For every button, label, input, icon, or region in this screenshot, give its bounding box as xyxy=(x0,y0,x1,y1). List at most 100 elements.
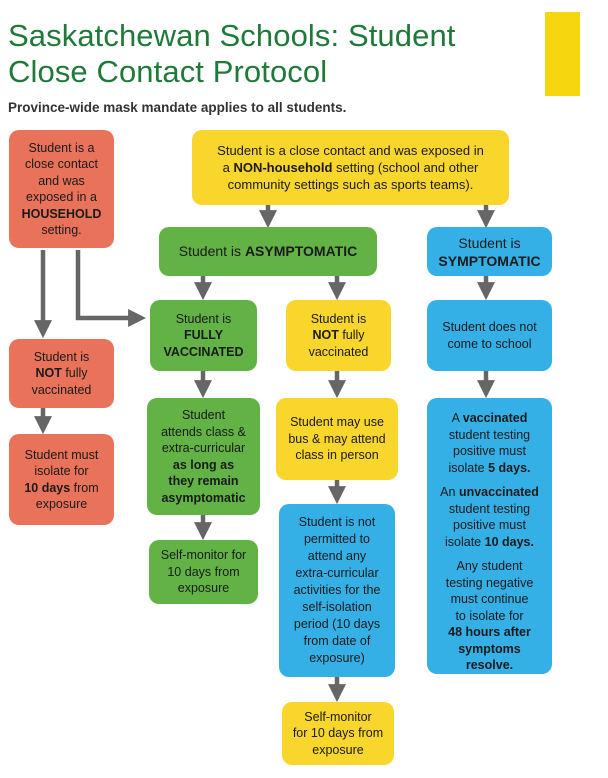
testing-vaccinated-para: A vaccinated student testing positive mu… xyxy=(448,410,530,476)
fullyvacc-keyword: VACCINATED xyxy=(163,344,244,359)
notvacc-line: Student is xyxy=(33,349,90,364)
bus-line: bus & may attend xyxy=(288,431,386,446)
attends-line: extra-curricular xyxy=(161,441,246,455)
notvacc-line: Student is xyxy=(310,311,367,326)
asymptomatic-keyword: ASYMPTOMATIC xyxy=(244,243,358,260)
testing-keyword: 5 days. xyxy=(488,460,531,475)
symptomatic-line: Student is xyxy=(458,234,521,251)
testing-line: student testing xyxy=(448,427,531,442)
notvacc-line: vaccinated xyxy=(31,382,92,397)
nonhousehold-line: Student is a close contact and was expos… xyxy=(217,143,484,158)
nonhousehold-keyword: NON-household xyxy=(233,160,333,175)
notvacc-line: vaccinated xyxy=(308,344,369,359)
selfmon-line: for 10 days from xyxy=(292,726,384,741)
notvacc-word: fully xyxy=(65,366,88,381)
notpermitted-line: attend any xyxy=(307,549,367,563)
isolate-line: Student must xyxy=(24,447,99,462)
isolate-keyword: 10 days xyxy=(24,480,71,495)
isolate-word: from xyxy=(73,480,99,495)
testing-line: to isolate for xyxy=(455,608,524,623)
isolate-line: exposure xyxy=(35,497,88,511)
testing-line: Any student xyxy=(456,559,523,573)
testing-keyword: 10 days. xyxy=(484,534,534,549)
node-symptomatic: Student is SYMPTOMATIC xyxy=(427,227,552,276)
node-self-monitor-vaccinated: Self-monitor for 10 days from exposure xyxy=(149,540,258,604)
node-isolate-10-days: Student must isolate for 10 days from ex… xyxy=(9,434,114,525)
node-no-school: Student does not come to school xyxy=(427,300,552,371)
node-household-exposure: Student is a close contact and was expos… xyxy=(9,130,114,248)
notpermitted-line: from date of xyxy=(303,634,371,648)
testing-line: student testing xyxy=(448,501,531,516)
subtitle: Province-wide mask mandate applies to al… xyxy=(8,100,347,115)
notpermitted-line: permitted to xyxy=(303,532,370,546)
selfmon-line: exposure xyxy=(312,742,364,757)
selfmon-line: Self-monitor xyxy=(304,709,372,724)
testing-line: positive must xyxy=(453,444,526,458)
notpermitted-line: period (10 days xyxy=(293,617,381,631)
notpermitted-line: self-isolation xyxy=(302,600,372,614)
asymptomatic-prefix: Student is xyxy=(178,243,242,260)
testing-keyword: 48 hours after xyxy=(448,625,531,639)
nonhousehold-word: a xyxy=(222,160,230,175)
notvacc-keyword: NOT xyxy=(312,328,339,343)
symptomatic-keyword: SYMPTOMATIC xyxy=(438,252,541,269)
attends-line: Student xyxy=(181,408,226,422)
notpermitted-line: exposure) xyxy=(309,651,365,665)
testing-keyword: unvaccinated xyxy=(458,485,539,499)
node-self-monitor-unvaccinated: Self-monitor for 10 days from exposure xyxy=(282,702,394,765)
node-attends-class: Student attends class & extra-curricular… xyxy=(147,398,260,515)
title-line-2: Close Contact Protocol xyxy=(8,54,328,89)
accent-bar xyxy=(545,12,580,96)
testing-word: An xyxy=(440,485,456,499)
node-not-permitted-extracurricular: Student is not permitted to attend any e… xyxy=(279,504,395,677)
household-line: exposed in a xyxy=(26,190,97,204)
noschool-line: Student does not xyxy=(442,320,537,334)
node-asymptomatic: Student is ASYMPTOMATIC xyxy=(159,227,377,276)
testing-word: isolate xyxy=(445,534,482,549)
fullyvacc-keyword: FULLY xyxy=(183,328,224,343)
notpermitted-line: activities for the xyxy=(293,583,381,597)
testing-keyword: vaccinated xyxy=(462,411,528,425)
testing-keyword: resolve. xyxy=(465,658,514,672)
testing-unvaccinated-para: An unvaccinated student testing positive… xyxy=(440,484,539,550)
selfmon-line: 10 days from xyxy=(167,564,240,579)
household-keyword: HOUSEHOLD xyxy=(21,206,102,221)
selfmon-line: Self-monitor for xyxy=(160,548,247,563)
noschool-line: come to school xyxy=(447,336,532,351)
notpermitted-line: extra-curricular xyxy=(295,566,379,580)
node-not-vaccinated-asymptomatic: Student is NOT fully vaccinated xyxy=(286,300,391,371)
household-line: and was xyxy=(38,173,85,188)
attends-keyword: asymptomatic xyxy=(161,490,246,505)
fullyvacc-line: Student is xyxy=(175,311,232,326)
isolate-line: isolate for xyxy=(34,464,89,478)
household-line: close contact xyxy=(25,157,98,171)
notvacc-keyword: NOT xyxy=(35,366,62,381)
arrow-household-fullyvacc xyxy=(75,250,147,327)
node-fully-vaccinated: Student is FULLY VACCINATED xyxy=(150,300,257,371)
selfmon-line: exposure xyxy=(177,581,230,596)
household-line: setting. xyxy=(41,223,82,237)
notvacc-word: fully xyxy=(342,328,365,343)
testing-line: testing negative xyxy=(445,575,534,590)
node-bus-class: Student may use bus & may attend class i… xyxy=(276,398,398,480)
title-line-1: Saskatchewan Schools: Student xyxy=(8,18,456,53)
attends-keyword: as long as xyxy=(172,457,235,472)
testing-line: must continue xyxy=(450,592,529,606)
testing-word: A xyxy=(451,411,460,425)
testing-line: positive must xyxy=(453,518,526,532)
notpermitted-line: Student is not xyxy=(298,515,376,529)
node-testing-outcomes: A vaccinated student testing positive mu… xyxy=(427,398,552,674)
testing-negative-para: Any student testing negative must contin… xyxy=(446,558,534,674)
household-line: Student is a xyxy=(28,140,95,155)
attends-line: attends class & xyxy=(161,424,246,439)
testing-keyword: symptoms xyxy=(458,641,521,656)
testing-word: isolate xyxy=(448,460,485,475)
nonhousehold-line: community settings such as sports teams)… xyxy=(227,177,474,192)
page-title: Saskatchewan Schools: Student Close Cont… xyxy=(8,18,528,90)
bus-line: class in person xyxy=(295,448,379,463)
nonhousehold-word: setting (school and other xyxy=(336,160,479,175)
node-nonhousehold-exposure: Student is a close contact and was expos… xyxy=(192,130,509,205)
attends-keyword: they remain xyxy=(168,474,239,488)
bus-line: Student may use xyxy=(290,415,384,430)
